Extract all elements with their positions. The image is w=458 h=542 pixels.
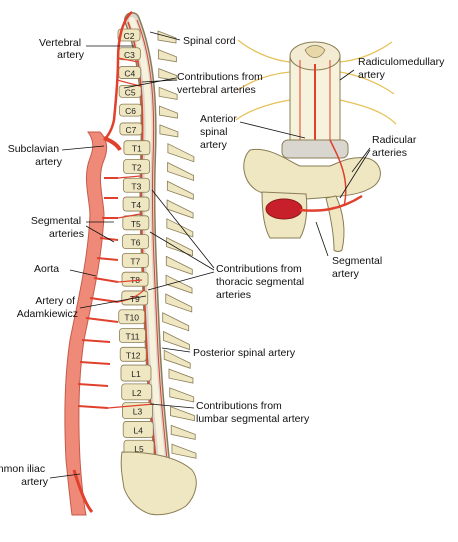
label-contributions-vertebral: Contributions from vertebral arteries	[177, 71, 266, 96]
spinous-process	[159, 124, 179, 138]
vertebra-label: L4	[133, 425, 143, 435]
vertebra-t11: T11	[119, 328, 146, 343]
vertebra-label: T5	[131, 219, 141, 229]
vertebra-label: T7	[130, 256, 140, 266]
vertebra-label: L2	[132, 388, 142, 398]
vertebra-t1: T1	[123, 140, 151, 156]
vertebra-t2: T2	[123, 159, 151, 174]
label-vertebral-artery: Vertebral artery	[39, 37, 85, 61]
label-radiculomedullary-artery: Radiculomedullary artery	[358, 56, 447, 81]
vertebra-label: L5	[134, 444, 144, 454]
spinous-process	[166, 199, 194, 219]
spinous-process	[163, 330, 190, 351]
vertebra-label: T12	[126, 350, 141, 360]
spinous-process	[171, 443, 197, 459]
vertebra-label: L3	[133, 407, 143, 417]
label-spinal-cord: Spinal cord	[183, 35, 236, 47]
vertebra-label: T10	[124, 313, 139, 323]
vertebra-t10: T10	[118, 309, 146, 325]
vertebra-label: C7	[125, 125, 136, 135]
vertebra-c2: C2	[117, 28, 141, 42]
spinous-process	[158, 67, 178, 82]
vertebra-c3: C3	[117, 47, 141, 61]
vertebra-label: T3	[131, 181, 141, 191]
label-segmental-artery: Segmental artery	[332, 255, 385, 280]
vertebra-label: T6	[131, 238, 141, 248]
vertebra-label: C2	[124, 31, 135, 41]
vertebra-label: T11	[125, 332, 139, 342]
vertebra-t3: T3	[122, 177, 150, 193]
aorta-vessel	[64, 131, 122, 516]
spinous-process	[165, 293, 193, 313]
vertebra-l2: L2	[121, 383, 153, 401]
label-contributions-thoracic: Contributions from thoracic segmental ar…	[216, 263, 307, 301]
label-contributions-lumbar: Contributions from lumbar segmental arte…	[196, 400, 310, 425]
spinous-process	[168, 368, 194, 384]
spinous-process	[163, 349, 191, 369]
spinous-process	[170, 424, 196, 440]
label-segmental-arteries: Segmental arteries	[31, 215, 84, 240]
label-radicular-arteries: Radicular arteries	[372, 134, 419, 159]
spinous-process	[167, 161, 195, 182]
cross-section-inset	[235, 39, 397, 252]
vertebra-c7: C7	[119, 122, 143, 136]
vertebra-l4: L4	[122, 421, 154, 438]
vertebra-label: T1	[132, 144, 142, 154]
vertebra-t8: T8	[121, 271, 149, 287]
vertebra-label: T4	[131, 200, 141, 210]
spinous-processes	[157, 30, 197, 459]
vertebra-t5: T5	[122, 215, 150, 231]
vertebra-t6: T6	[122, 234, 149, 250]
label-subclavian-artery: Subclavian artery	[8, 143, 63, 168]
vertebra-label: T2	[132, 162, 142, 172]
vertebra-label: L1	[131, 369, 141, 379]
spinous-process	[166, 218, 194, 238]
spinous-process	[165, 255, 193, 275]
spinous-process	[169, 387, 195, 403]
spinous-process	[167, 143, 195, 163]
leader-lines	[49, 31, 371, 479]
vertebra-t12: T12	[119, 346, 147, 362]
sacrum	[120, 451, 197, 516]
vertebra-c5: C5	[118, 84, 142, 98]
label-artery-of-adamkiewicz: Artery of Adamkiewicz	[17, 295, 78, 320]
vertebra-c4: C4	[118, 66, 142, 79]
spinous-process	[166, 236, 193, 257]
vertebral-artery-vessel	[103, 11, 133, 141]
label-anterior-spinal-artery: Anterior spinal artery	[200, 113, 240, 151]
vertebra-l1: L1	[120, 364, 152, 382]
spinous-process	[157, 49, 177, 63]
spinous-process	[165, 274, 193, 294]
spinous-process	[158, 86, 178, 100]
spinous-process	[170, 406, 195, 422]
vertebra-t4: T4	[122, 196, 150, 212]
vertebra-label: C5	[125, 87, 136, 97]
vertebra-label: C4	[124, 69, 135, 79]
spinous-process	[162, 312, 190, 332]
label-common-iliac-artery: Common iliac artery	[0, 463, 49, 488]
posterior-spinal-artery-line	[136, 19, 168, 461]
vertebra-t7: T7	[121, 252, 149, 268]
spinous-process	[166, 180, 194, 200]
vertebra-label: C3	[124, 50, 135, 60]
segmental-artery-branches	[77, 177, 119, 409]
spinous-process	[159, 105, 178, 119]
spinous-process	[157, 30, 177, 44]
label-posterior-spinal-artery: Posterior spinal artery	[193, 347, 296, 359]
vertebra-label: T9	[130, 294, 140, 304]
vertebra-label: C6	[125, 106, 136, 116]
label-aorta: Aorta	[34, 263, 59, 275]
vertebra-c6: C6	[119, 103, 142, 117]
